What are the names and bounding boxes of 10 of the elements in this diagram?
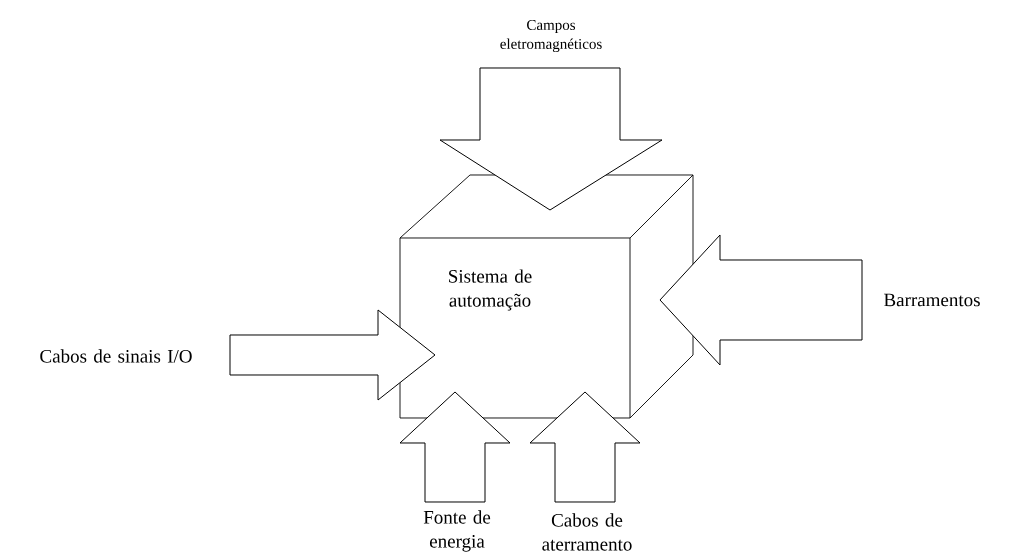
block-arrow	[529, 391, 641, 503]
block-arrow	[659, 234, 863, 366]
label-text: Campos eletromagnéticos	[500, 19, 602, 53]
label-text: Cabos de sinais I/O	[40, 349, 192, 363]
label-text: Barramentos	[884, 293, 980, 307]
label-text: Fonte de energia	[423, 510, 491, 552]
block-arrow	[439, 67, 663, 211]
block-arrow	[229, 309, 436, 401]
block-arrow	[399, 391, 511, 503]
label-text: Cabos de aterramento	[542, 513, 632, 551]
